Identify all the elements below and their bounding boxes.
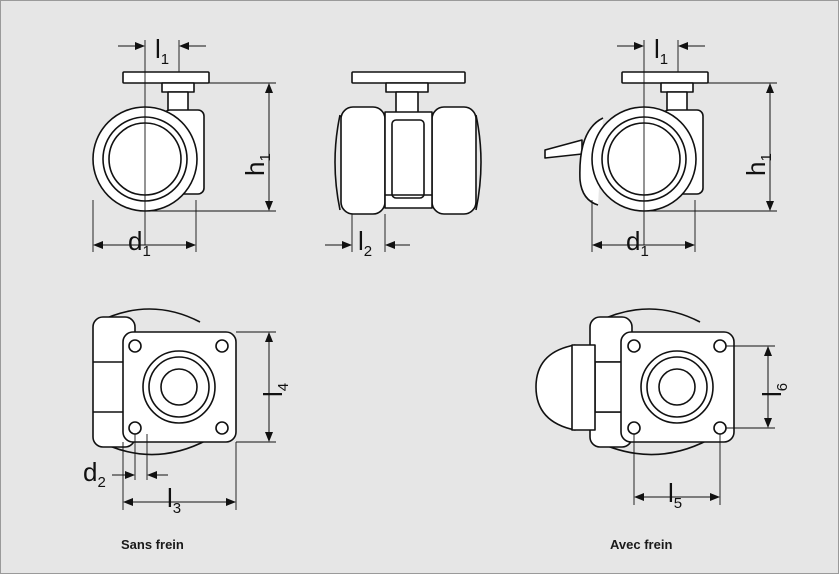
caption-with-brake: Avec frein xyxy=(610,537,673,552)
caster-front-view xyxy=(334,71,482,215)
dim-label-l6: l6 xyxy=(757,383,791,397)
dim-label-l1-left: l1 xyxy=(155,34,169,68)
caster-side-view-with-brake xyxy=(544,71,709,212)
dim-label-h1-right: h1 xyxy=(741,153,775,176)
dim-label-d2: d2 xyxy=(83,457,106,491)
dim-label-l2: l2 xyxy=(358,226,372,260)
caster-side-view-without-brake xyxy=(92,71,210,212)
dim-label-l3: l3 xyxy=(167,483,181,517)
caption-without-brake: Sans frein xyxy=(121,537,184,552)
dim-label-l1-right: l1 xyxy=(654,34,668,68)
dim-label-d1-left: d1 xyxy=(128,226,151,260)
caster-top-view-with-brake xyxy=(535,308,735,456)
caster-top-view-without-brake xyxy=(92,308,237,456)
dimension-lines xyxy=(93,42,774,506)
dim-label-l4: l4 xyxy=(258,383,292,397)
dim-label-d1-right: d1 xyxy=(626,226,649,260)
dim-label-h1-left: h1 xyxy=(240,153,274,176)
dim-label-l5: l5 xyxy=(668,478,682,512)
